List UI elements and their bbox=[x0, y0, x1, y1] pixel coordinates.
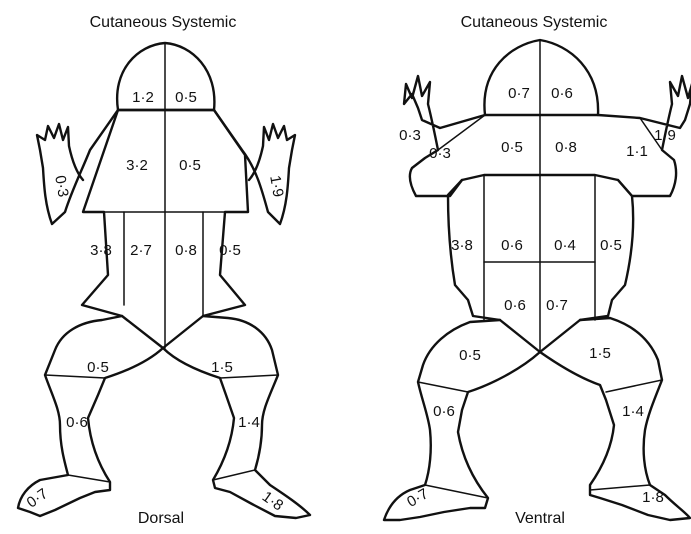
dorsal-flank-left-value: 3·8 bbox=[90, 242, 112, 259]
dorsal-back-right-value: 0·8 bbox=[175, 242, 197, 259]
ventral-thigh-left-value: 0·5 bbox=[459, 347, 481, 364]
dorsal-view-label: Dorsal bbox=[138, 510, 184, 527]
ventral-pelvis-right-value: 0·7 bbox=[546, 297, 568, 314]
ventral-head-right-value: 0·6 bbox=[551, 85, 573, 102]
ventral-head-left-value: 0·7 bbox=[508, 85, 530, 102]
dorsal-head-left-value: 1·2 bbox=[132, 89, 154, 106]
dorsal-shank-left-value: 0·6 bbox=[66, 414, 88, 431]
ventral-flank-right-value: 0·5 bbox=[600, 237, 622, 254]
ventral-foot-right-value: 1·8 bbox=[642, 489, 664, 506]
ventral-view: Cutaneous Systemic bbox=[382, 14, 691, 527]
ventral-arm-right-value: 1·9 bbox=[654, 127, 676, 144]
dorsal-header: Cutaneous Systemic bbox=[90, 14, 237, 31]
dorsal-shank-right-value: 1·4 bbox=[238, 414, 260, 431]
ventral-belly-left-value: 0·6 bbox=[501, 237, 523, 254]
ventral-frog-outline bbox=[382, 38, 691, 522]
dorsal-head-right-value: 0·5 bbox=[175, 89, 197, 106]
dorsal-thigh-left-value: 0·5 bbox=[87, 359, 109, 376]
dorsal-arm-left-value: 0·3 bbox=[51, 174, 72, 198]
dorsal-flank-right-value: 0·5 bbox=[219, 242, 241, 259]
dorsal-segment-lines bbox=[44, 42, 279, 483]
ventral-header: Cutaneous Systemic bbox=[461, 14, 608, 31]
ventral-shank-left-value: 0·6 bbox=[433, 403, 455, 420]
dorsal-shoulder-right-value: 0·5 bbox=[179, 157, 201, 174]
ventral-pelvis-left-value: 0·6 bbox=[504, 297, 526, 314]
dorsal-shoulder-left-value: 3·2 bbox=[126, 157, 148, 174]
ventral-segment-lines bbox=[417, 39, 663, 499]
ventral-flank-left-value: 3·8 bbox=[451, 237, 473, 254]
ventral-shoulder-outer-right-value: 1·1 bbox=[626, 143, 648, 160]
ventral-arm-left-value: 0·3 bbox=[399, 127, 421, 144]
ventral-chest-left-value: 0·5 bbox=[501, 139, 523, 156]
ventral-shoulder-outer-left-value: 0·3 bbox=[429, 145, 451, 162]
ventral-belly-right-value: 0·4 bbox=[554, 237, 576, 254]
dorsal-frog-outline bbox=[16, 41, 312, 520]
ventral-region-labels: 0·7 0·6 0·3 1·9 0·3 0·5 0·8 1·1 3·8 0·6 … bbox=[399, 85, 676, 511]
dorsal-thigh-right-value: 1·5 bbox=[211, 359, 233, 376]
ventral-shank-right-value: 1·4 bbox=[622, 403, 644, 420]
dorsal-region-labels: 1·2 0·5 3·2 0·5 0·3 1·9 3·8 2·7 0·8 0·5 … bbox=[24, 89, 287, 514]
dorsal-view: Cutaneous Systemic 1·2 bbox=[16, 14, 312, 527]
dorsal-arm-right-value: 1·9 bbox=[266, 174, 287, 198]
ventral-chest-right-value: 0·8 bbox=[555, 139, 577, 156]
ventral-view-label: Ventral bbox=[515, 510, 565, 527]
ventral-foot-left-value: 0·7 bbox=[404, 485, 431, 511]
ventral-thigh-right-value: 1·5 bbox=[589, 345, 611, 362]
dorsal-back-left-value: 2·7 bbox=[130, 242, 152, 259]
